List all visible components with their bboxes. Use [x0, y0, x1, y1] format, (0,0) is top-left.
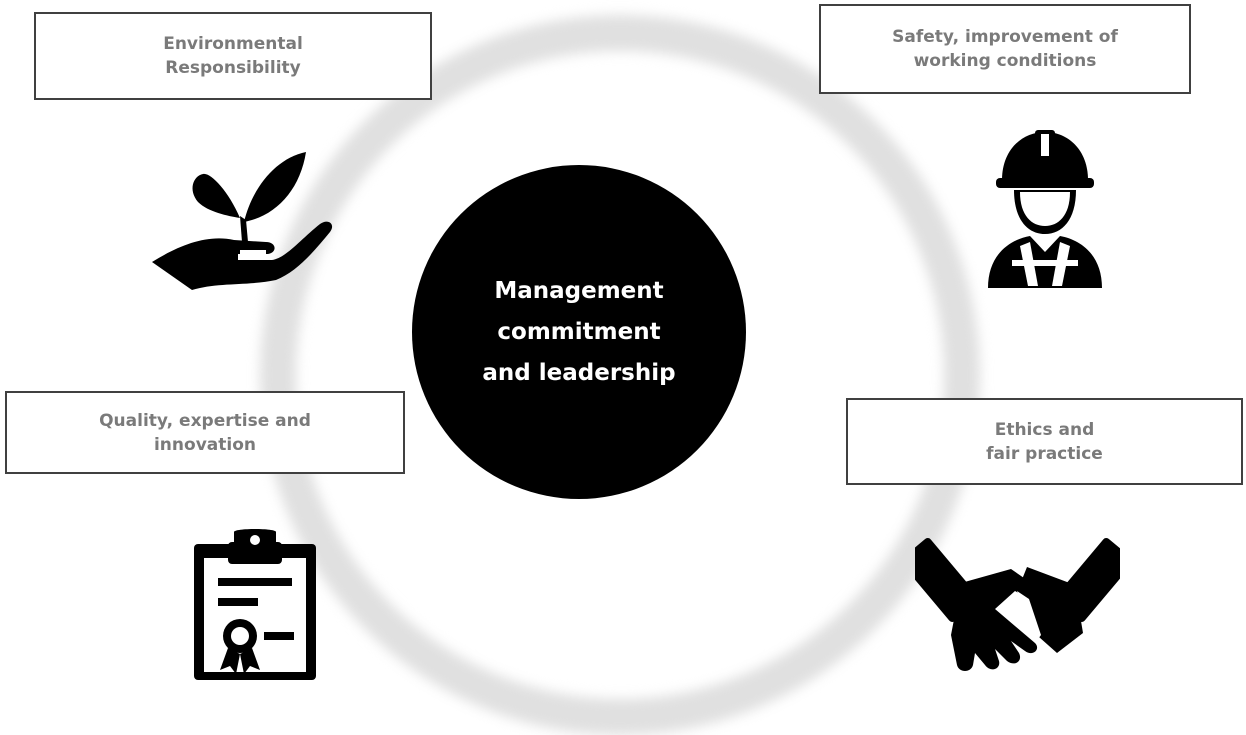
ethics-box: Ethics and fair practice [846, 398, 1243, 485]
center-circle: Management commitment and leadership [412, 165, 746, 499]
safety-label: Safety, improvement of working condition… [892, 27, 1118, 71]
environmental-responsibility-label: Environmental Responsibility [163, 34, 303, 78]
center-label: Management commitment and leadership [482, 277, 676, 386]
safety-box: Safety, improvement of working condition… [819, 4, 1191, 94]
quality-label: Quality, expertise and innovation [99, 410, 311, 455]
handshake-icon [915, 538, 1120, 671]
certificate-clipboard-icon [194, 529, 316, 680]
plant-in-hand-icon [152, 152, 333, 290]
environmental-responsibility-box: Environmental Responsibility [34, 12, 432, 100]
ethics-label: Ethics and fair practice [986, 419, 1103, 464]
construction-worker-icon [988, 130, 1102, 288]
quality-box: Quality, expertise and innovation [5, 391, 405, 474]
